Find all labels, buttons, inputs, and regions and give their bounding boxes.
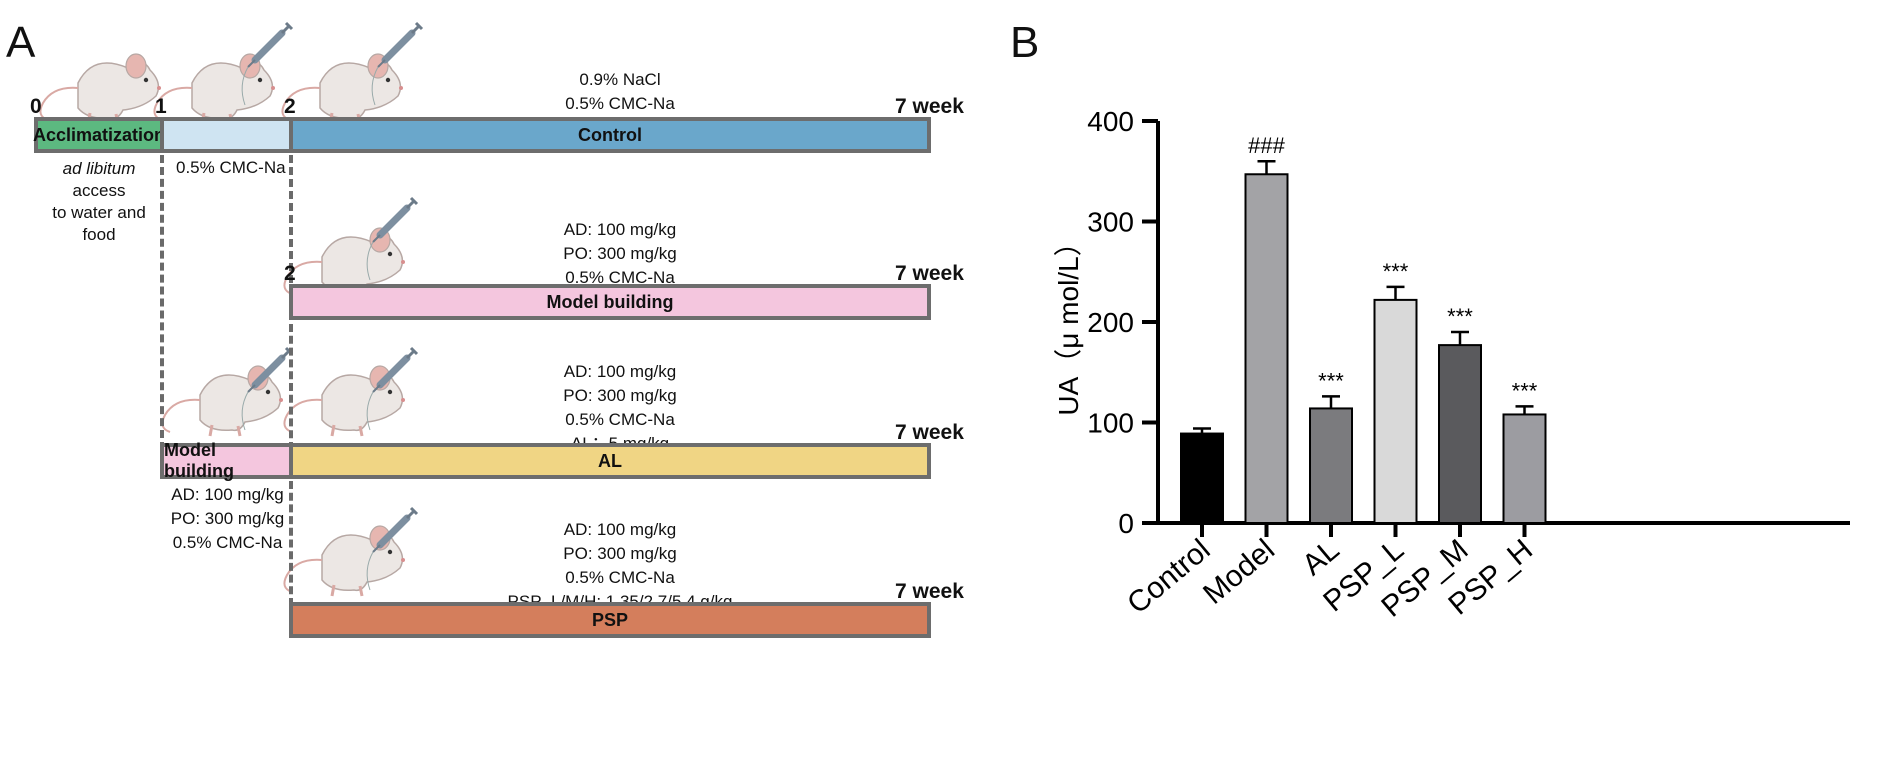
psp-bar: PSP: [289, 602, 931, 638]
significance-label: ###: [1248, 133, 1285, 158]
psp-dose-text: AD: 100 mg/kg PO: 300 mg/kg 0.5% CMC-Na …: [508, 520, 733, 611]
week-2-dashed-guide-bottom: [289, 481, 293, 606]
significance-label: ***: [1383, 259, 1409, 284]
control-bar: Control: [289, 117, 931, 153]
al-pre-model-dose: AD: 100 mg/kg PO: 300 mg/kg 0.5% CMC-Na: [170, 485, 285, 552]
model-week-7-label: 7 week: [895, 262, 964, 285]
x-tick-label: Model: [1197, 533, 1281, 611]
week-0-label: 0: [30, 95, 42, 118]
acclimatization-note: ad libitum access to water and food: [34, 158, 164, 246]
bar-psp-h: [1502, 413, 1547, 524]
acclimatization-note-italic: ad libitum: [62, 159, 136, 178]
significance-label: ***: [1447, 304, 1473, 329]
y-tick-label: 100: [1087, 408, 1134, 439]
acclimatization-bar: Acclimatization: [32, 117, 166, 153]
mouse-icon: [152, 52, 277, 126]
week-2-dashed-guide-lower: [289, 324, 293, 450]
bar-model: [1244, 173, 1289, 524]
mouse-icon: [38, 52, 163, 126]
week-2-dashed-guide: [289, 155, 293, 295]
control-dose-text: 0.9% NaCl 0.5% CMC-Na: [565, 70, 675, 113]
panel-b-letter: B: [1010, 18, 1040, 67]
bar-control: [1180, 432, 1224, 524]
week-2-label: 2: [284, 95, 296, 118]
bar-psp-m: [1438, 344, 1482, 524]
model-dose-text: AD: 100 mg/kg PO: 300 mg/kg 0.5% CMC-Na: [563, 220, 677, 287]
y-axis-label: UA（μ mol/L）: [1053, 228, 1084, 415]
y-tick-label: 0: [1118, 508, 1134, 539]
week-7-label: 7 week: [895, 95, 964, 118]
model-building-label: Model building: [546, 291, 674, 312]
y-tick-label: 400: [1087, 106, 1134, 137]
mouse-icon: [280, 52, 405, 126]
al-week-7-label: 7 week: [895, 421, 964, 444]
psp-label: PSP: [591, 609, 629, 630]
control-label: Control: [578, 124, 642, 145]
bar-psp-l: [1373, 298, 1418, 525]
significance-label: ***: [1318, 368, 1344, 393]
model-week-2-label: 2: [284, 262, 296, 285]
week-1-dashed-guide: [160, 155, 164, 450]
panel-a-letter: A: [6, 18, 36, 67]
psp-week-7-label: 7 week: [895, 580, 964, 603]
al-dose-text: AD: 100 mg/kg PO: 300 mg/kg 0.5% CMC-Na …: [563, 362, 677, 453]
al-bar: AL: [289, 443, 931, 479]
significance-label: ***: [1512, 378, 1538, 403]
al-label: AL: [598, 450, 622, 471]
al-pre-model-label: Model building: [164, 440, 234, 481]
acclimatization-note-rest: access: [72, 181, 126, 200]
cmc-bar: [160, 117, 293, 153]
week-1-label: 1: [155, 95, 167, 118]
al-pre-model-bar: Model building: [160, 440, 293, 481]
bar-al: [1309, 407, 1353, 524]
model-building-bar: Model building: [289, 284, 931, 320]
x-tick-label: Control: [1121, 533, 1216, 620]
y-tick-label: 300: [1087, 207, 1134, 238]
y-tick-label: 200: [1087, 307, 1134, 338]
acclimatization-label: Acclimatization: [32, 124, 166, 145]
acclimatization-note-line2: to water and food: [52, 203, 146, 244]
cmc-note: 0.5% CMC-Na: [176, 158, 286, 177]
